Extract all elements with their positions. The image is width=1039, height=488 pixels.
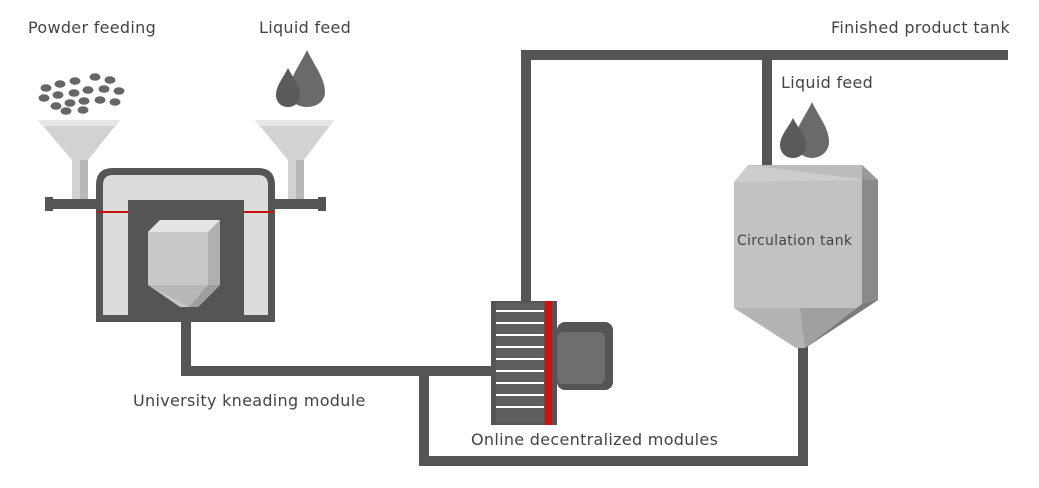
liquid-drops-icon-right (780, 102, 829, 158)
pipe-network (181, 50, 1008, 466)
circulation-tank-label: Circulation tank (737, 233, 853, 249)
disperser-red-bar (545, 301, 552, 425)
powder-funnel-icon (38, 120, 120, 200)
liquid-funnel-icon (255, 120, 334, 200)
disperser-grill (496, 310, 544, 408)
powder-feeding-label: Powder feeding (28, 18, 157, 37)
circulation-tank (734, 165, 878, 348)
liquid-drops-icon (276, 50, 325, 107)
kneading-module-label: University kneading module (133, 391, 366, 410)
decentralized-module (491, 301, 613, 425)
pipe-return-loop (419, 345, 808, 466)
powder-pellets-icon (38, 73, 125, 115)
decentralized-modules-label: Online decentralized modules (471, 430, 719, 449)
finished-product-tank-label: Finished product tank (831, 18, 1011, 37)
liquid-feed-label-left: Liquid feed (259, 18, 352, 37)
liquid-feed-label-right: Liquid feed (781, 73, 874, 92)
pipe-disperser-to-product-tank (521, 50, 1008, 302)
pipe-kneader-to-disperser (181, 318, 492, 376)
kneading-module (45, 168, 326, 322)
